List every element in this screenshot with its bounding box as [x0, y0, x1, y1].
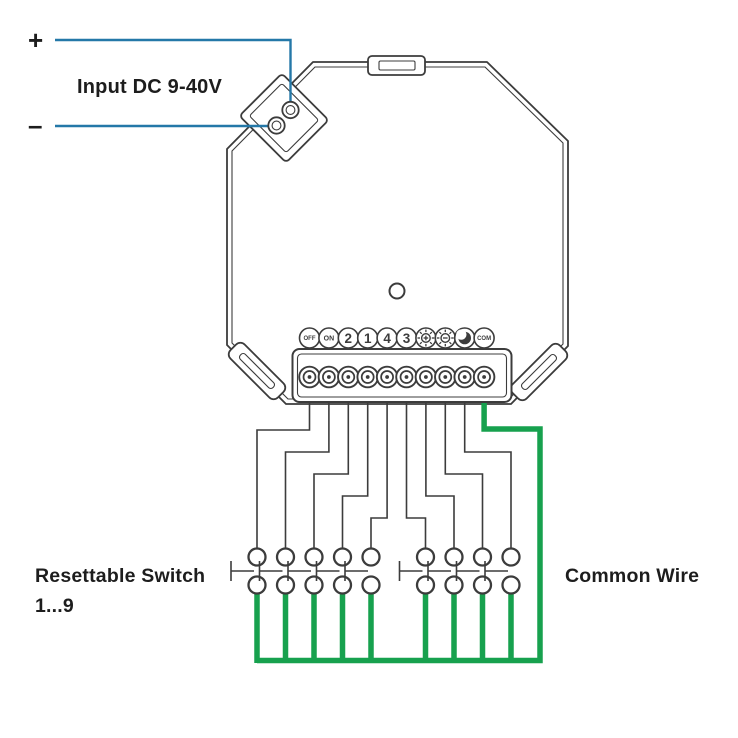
switch-contact-top	[501, 547, 521, 567]
switch-contact-bottom	[361, 575, 381, 595]
resettable-switch-3	[287, 547, 324, 595]
din-clip-left-slot	[238, 352, 276, 390]
common-wire-caption: Common Wire	[565, 565, 699, 587]
switch-contact-bottom	[444, 575, 464, 595]
dc-input-screw-negative	[267, 116, 286, 135]
svg-text:3: 3	[403, 331, 411, 346]
signal-and-common-wires	[254, 380, 543, 664]
din-clip-right-slot	[520, 353, 558, 391]
switch-contact-top	[361, 547, 381, 567]
terminal-screw-brightness-up	[414, 365, 438, 389]
signal-wire-6	[405, 384, 427, 549]
resettable-switch-7	[427, 547, 464, 595]
svg-text:2: 2	[345, 331, 353, 346]
svg-text:ON: ON	[324, 336, 335, 343]
terminal-strip-inner	[296, 353, 508, 398]
terminal-label-off: OFF	[298, 327, 321, 349]
terminal-label-com: COM	[473, 327, 495, 349]
resettable-switch-6	[398, 547, 436, 595]
resettable-switch-4	[315, 547, 353, 595]
din-clip-left	[227, 341, 287, 401]
resettable-switch-8	[455, 547, 493, 595]
switch-contact-top	[415, 547, 436, 567]
din-clip-right	[509, 342, 569, 402]
resettable-switch-1	[230, 547, 267, 595]
dc-block-inner	[249, 83, 319, 153]
resettable-switch-caption-line1: Resettable Switch	[35, 565, 205, 587]
signal-wire-1	[256, 384, 311, 549]
terminal-label-zone-4: 4	[376, 327, 398, 349]
minus-label: –	[28, 110, 42, 140]
terminal-label-night-mode	[453, 327, 476, 349]
din-clip-top-slot	[378, 60, 416, 71]
terminal-screw-off	[298, 365, 321, 389]
terminal-label-zone-3: 3	[395, 327, 418, 349]
plus-label: +	[28, 25, 43, 55]
signal-wire-8	[444, 384, 484, 549]
signal-wire-5	[370, 384, 388, 549]
sun-minus-icon	[436, 329, 454, 347]
resettable-switch-5	[344, 547, 381, 595]
terminal-screw-zone-2	[337, 365, 360, 389]
svg-text:4: 4	[383, 331, 391, 346]
dc-block-outer	[240, 74, 328, 162]
svg-text:1: 1	[364, 331, 372, 346]
switch-contact-top	[247, 547, 267, 567]
din-clip-top	[367, 55, 426, 76]
switch-contact-bottom	[275, 575, 296, 595]
svg-text:COM: COM	[477, 336, 491, 342]
din-clip-left-body	[227, 341, 287, 401]
switch-contact-bottom	[472, 575, 493, 595]
switch-contact-bottom	[415, 575, 436, 595]
terminals	[298, 365, 496, 389]
terminal-screw-zone-4	[375, 365, 399, 389]
resettable-switch-9	[484, 547, 521, 595]
switch-contact-top	[304, 547, 324, 567]
signal-wire-4	[341, 384, 369, 549]
terminal-label-brightness-down	[434, 327, 457, 349]
signal-wire-9	[463, 384, 512, 549]
switch-contact-top	[332, 547, 353, 567]
octagon-outer-line	[226, 61, 569, 405]
switch-array	[230, 547, 521, 595]
terminal-label-on: ON	[318, 327, 340, 349]
terminal-screw-on	[317, 365, 341, 389]
switch-contact-top	[472, 547, 493, 567]
switch-contact-bottom	[247, 575, 267, 595]
signal-wire-7	[425, 384, 455, 549]
center-hole	[388, 282, 406, 300]
terminal-screw-brightness-down	[434, 365, 457, 389]
sun-plus-icon	[417, 329, 435, 347]
power-wire-positive	[55, 38, 292, 108]
terminal-label-zone-1: 1	[356, 327, 379, 349]
signal-wire-3	[313, 384, 350, 549]
terminal-screw-com	[472, 365, 496, 389]
terminal-screw-zone-3	[395, 365, 418, 389]
switch-contact-bottom	[304, 575, 324, 595]
terminal-screw-night-mode	[453, 365, 476, 389]
signal-wire-2	[284, 384, 330, 549]
din-clip-top-body	[367, 55, 426, 76]
svg-text:OFF: OFF	[304, 336, 316, 342]
moon-icon	[456, 329, 472, 345]
terminal-label-zone-2: 2	[337, 327, 360, 349]
common-wire-bus	[257, 380, 543, 664]
switch-contact-bottom	[501, 575, 521, 595]
din-clip-right-body	[509, 342, 569, 402]
terminal-screw-zone-1	[356, 365, 379, 389]
dc-input-screw-positive	[281, 100, 300, 120]
switch-contact-bottom	[332, 575, 353, 595]
resettable-switch-2	[258, 547, 296, 595]
switch-contact-top	[444, 547, 464, 567]
terminal-label-brightness-up	[415, 327, 437, 349]
dc-input-terminal-block	[240, 74, 328, 162]
input-voltage-caption: Input DC 9-40V	[77, 76, 222, 98]
switch-contact-top	[275, 547, 296, 567]
resettable-switch-caption-line2: 1...9	[35, 595, 74, 617]
